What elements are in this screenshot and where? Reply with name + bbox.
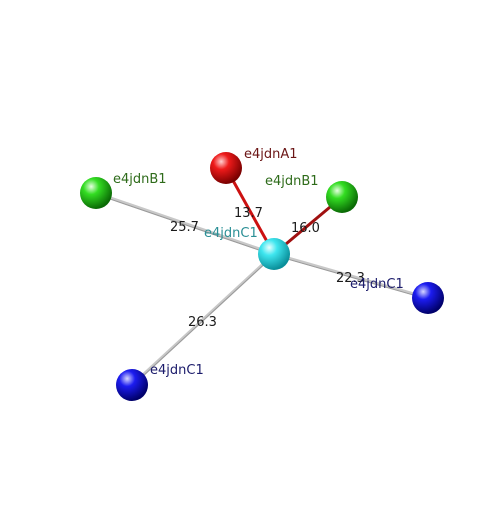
atom-label-blue-left: e4jdnC1 (150, 363, 204, 378)
labels: 13.7 16.0 25.7 22.3 26.3 e4jdnC1 e4jdnA1 e4jdnB… (113, 147, 404, 378)
bond-blue_left (130, 252, 276, 387)
bond-green_left (94, 191, 276, 256)
bond-blue_right (272, 252, 430, 300)
bond-shadow-green_left (95, 193, 275, 256)
distance-label-blue_left: 26.3 (188, 315, 217, 330)
atom-label-red: e4jdnA1 (244, 147, 298, 162)
atom-red (210, 152, 242, 184)
bond-shadow-blue_left (131, 254, 275, 387)
distance-label-red: 13.7 (234, 206, 263, 221)
atom-blue-right (412, 282, 444, 314)
atom-label-green-left: e4jdnB1 (113, 172, 167, 187)
distance-label-green_left: 25.7 (170, 220, 199, 235)
atom-spheres (80, 152, 444, 401)
atom-green-left (80, 177, 112, 209)
distance-label-blue_right: 22.3 (336, 271, 365, 286)
atom-label-green-right: e4jdnB1 (265, 174, 319, 189)
atom-blue-left (116, 369, 148, 401)
atom-center (258, 238, 290, 270)
atom-label-center: e4jdnC1 (204, 226, 258, 241)
atom-label-blue-right: e4jdnC1 (350, 277, 404, 292)
atom-green-right (326, 181, 358, 213)
distance-label-green_right: 16.0 (291, 221, 320, 236)
bond-shadow-blue_right (273, 254, 429, 300)
bond-red (224, 166, 276, 256)
